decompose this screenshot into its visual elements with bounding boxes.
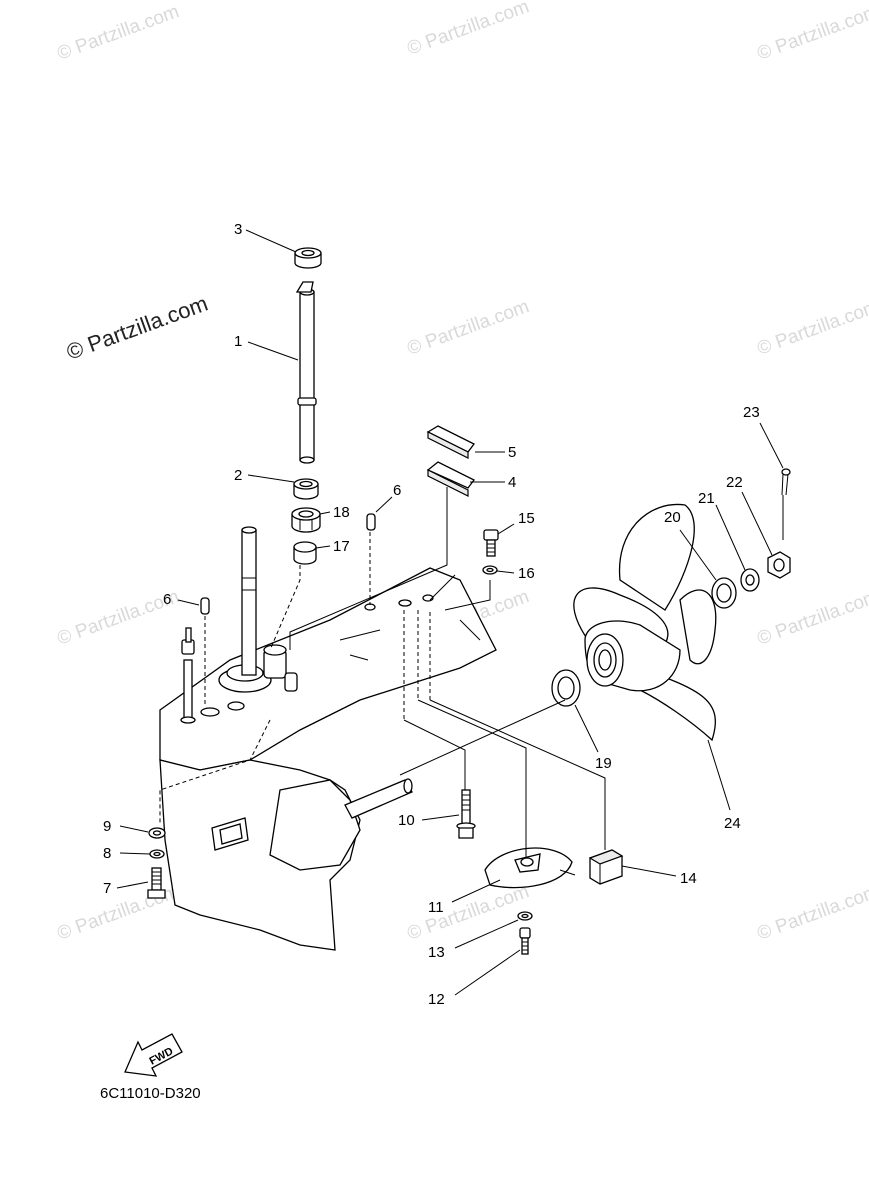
- callout-6-upper: 6: [393, 482, 401, 499]
- part-21-spacer: [740, 568, 760, 592]
- part-7-bolt: [147, 867, 166, 899]
- part-6-dowel-left: [200, 597, 210, 615]
- watermark: © Partzilla.com: [755, 1, 869, 65]
- callouts: 3 1 2 18 17 5 4 6 6 15 16 9 8 7 10 11 13…: [103, 221, 760, 1008]
- watermark: © Partzilla.com: [405, 296, 532, 360]
- callout-12: 12: [428, 991, 445, 1008]
- callout-19: 19: [595, 755, 612, 772]
- callout-15: 15: [518, 510, 535, 527]
- callout-20: 20: [664, 509, 681, 526]
- part-10-bolt: [456, 789, 476, 839]
- part-6-dowel-upper: [366, 513, 376, 531]
- part-15-bolt: [483, 529, 499, 557]
- part-20-washer: [711, 577, 737, 609]
- watermark: © Partzilla.com: [755, 586, 869, 650]
- callout-3: 3: [234, 221, 242, 238]
- part-12-bolt: [519, 927, 531, 955]
- part-3-bushing: [294, 247, 322, 269]
- watermark-main: © Partzilla.com: [63, 291, 211, 365]
- part-9-washer: [148, 827, 166, 839]
- callout-17: 17: [333, 538, 350, 555]
- watermark: © Partzilla.com: [755, 881, 869, 945]
- watermark: © Partzilla.com: [55, 1, 182, 65]
- part-2-bushing: [293, 478, 319, 500]
- callout-5: 5: [508, 444, 516, 461]
- part-17-collar: [293, 541, 317, 565]
- part-13-washer: [517, 911, 533, 921]
- callout-22: 22: [726, 474, 743, 491]
- part-1-drive-shaft: [295, 281, 317, 464]
- callout-9: 9: [103, 818, 111, 835]
- part-8-washer: [149, 849, 165, 859]
- assembly-lines: [159, 487, 784, 858]
- callout-21: 21: [698, 490, 715, 507]
- callout-14: 14: [680, 870, 697, 887]
- diagram-code: 6C11010-D320: [100, 1085, 201, 1102]
- part-24-propeller: [573, 503, 717, 742]
- leaders: [116, 229, 784, 996]
- callout-6-left: 6: [163, 591, 171, 608]
- callout-24: 24: [724, 815, 741, 832]
- callout-16: 16: [518, 565, 535, 582]
- part-22-nut: [767, 551, 791, 579]
- watermark: © Partzilla.com: [405, 881, 532, 945]
- part-5-pad: [426, 425, 475, 459]
- part-18-seal: [291, 507, 321, 533]
- part-16-washer: [482, 565, 498, 575]
- part-14-anode: [588, 849, 624, 885]
- callout-7: 7: [103, 880, 111, 897]
- lower-casing: [159, 526, 497, 951]
- part-11-trim-tab: [484, 847, 576, 889]
- part-19-thrust-washer: [551, 669, 581, 707]
- fwd-arrow: FWD: [124, 1033, 183, 1077]
- callout-4: 4: [508, 474, 516, 491]
- callout-10: 10: [398, 812, 415, 829]
- callout-13: 13: [428, 944, 445, 961]
- watermark: © Partzilla.com: [755, 296, 869, 360]
- callout-18: 18: [333, 504, 350, 521]
- part-23-cotter-pin: [781, 468, 791, 496]
- callout-11: 11: [428, 899, 444, 916]
- part-4-pad: [426, 461, 475, 497]
- callout-23: 23: [743, 404, 760, 421]
- callout-2: 2: [234, 467, 242, 484]
- callout-8: 8: [103, 845, 111, 862]
- watermark: © Partzilla.com: [405, 0, 532, 60]
- callout-1: 1: [234, 333, 242, 350]
